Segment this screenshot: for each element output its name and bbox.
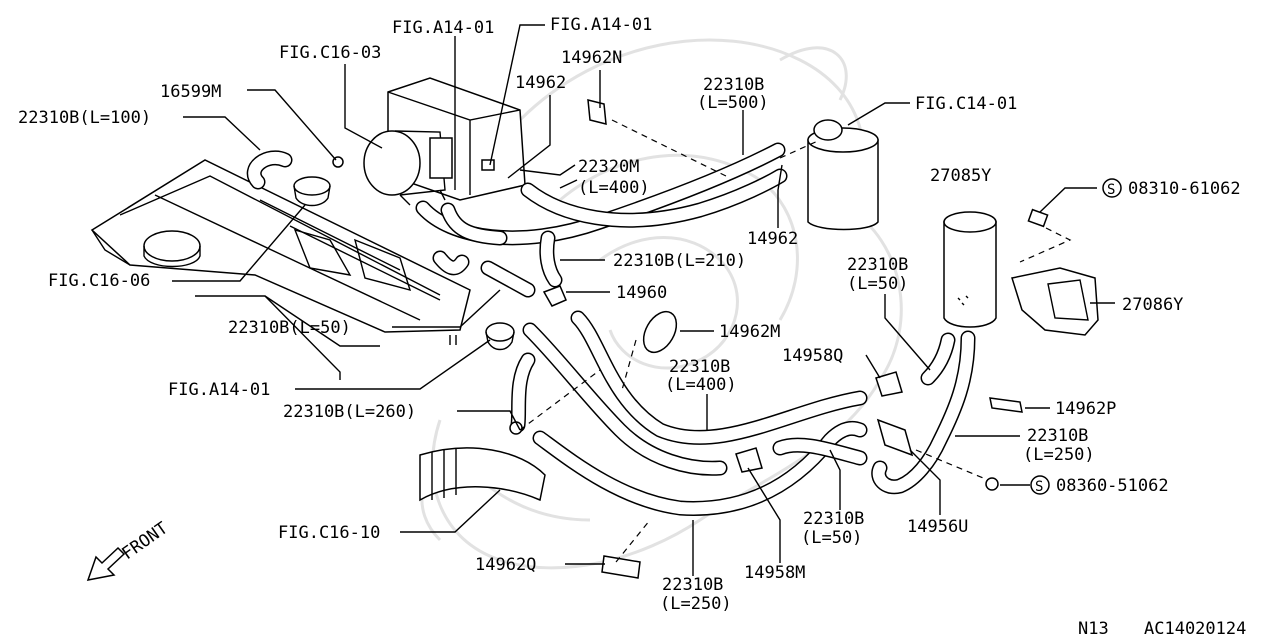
svg-text:S: S: [1107, 182, 1115, 198]
dashed-guides: [519, 119, 989, 563]
label-fig-c16-06[interactable]: FIG.C16-06: [48, 271, 150, 291]
label-14958m: 14958M: [744, 563, 805, 583]
label-22310b-l500-length: (L=500): [697, 93, 769, 113]
label-14962-mid: 14962: [747, 229, 798, 249]
engine-cover: [90, 159, 471, 333]
label-27085y: 27085Y: [930, 166, 991, 186]
label-08360-51062: 08360-51062: [1056, 476, 1169, 496]
label-14962-top: 14962: [515, 73, 566, 93]
label-22310b-l250-right: 22310B: [1027, 426, 1088, 446]
label-fig-c14-01[interactable]: FIG.C14-01: [915, 94, 1017, 114]
label-22310b-l260: 22310B(L=260): [283, 402, 416, 422]
label-22310b-l100: 22310B(L=100): [18, 108, 151, 128]
label-14956u: 14956U: [907, 517, 968, 537]
label-22310b-l250-right-length: (L=250): [1023, 445, 1095, 465]
canister-right: [807, 119, 879, 231]
label-22310b-l50-bottom-length: (L=50): [801, 528, 862, 548]
label-22310b-l50-right: 22310B: [847, 255, 908, 275]
intake-duct: [419, 447, 546, 502]
throttle-body: [363, 77, 526, 206]
label-22310b-l250-bottom-length: (L=250): [660, 594, 732, 614]
label-22320m-length: (L=400): [578, 178, 650, 198]
label-22310b-l250-bottom: 22310B: [662, 575, 723, 595]
label-22310b-l50-left: 22310B(L=50): [228, 318, 351, 338]
label-14960: 14960: [616, 283, 667, 303]
front-arrow-icon: [86, 546, 126, 581]
canister-27085y: [943, 211, 997, 328]
part-labels: FIG.A14-01 FIG.A14-01 14962N FIG.C16-03 …: [18, 15, 1246, 639]
fittings: [332, 99, 1023, 579]
label-fig-a14-01-bottom[interactable]: FIG.A14-01: [168, 380, 270, 400]
bracket-27086y: [1011, 208, 1099, 336]
label-14962p: 14962P: [1055, 399, 1116, 419]
label-22310b-l50-right-length: (L=50): [847, 274, 908, 294]
label-27086y: 27086Y: [1122, 295, 1183, 315]
s-symbol-2: S: [1030, 475, 1050, 495]
label-22310b-l50-bottom: 22310B: [803, 509, 864, 529]
label-14962n: 14962N: [561, 48, 622, 68]
label-14962m: 14962M: [719, 322, 780, 342]
label-fig-c16-03[interactable]: FIG.C16-03: [279, 43, 381, 63]
label-22310b-l400: 22310B: [669, 357, 730, 377]
vacuum-bulb-left: [293, 176, 331, 207]
label-08310-61062: 08310-61062: [1128, 179, 1241, 199]
footer-diagram-id: AC14020124: [1144, 619, 1246, 638]
label-22320m: 22320M: [578, 157, 639, 177]
label-14958q: 14958Q: [782, 346, 843, 366]
footer-code-n13: N13: [1078, 619, 1109, 638]
s-symbol-1: S: [1102, 178, 1122, 198]
label-fig-c16-10[interactable]: FIG.C16-10: [278, 523, 380, 543]
label-22310b-l500: 22310B: [703, 75, 764, 95]
label-16599m: 16599M: [160, 82, 221, 102]
hose-network: [246, 142, 976, 516]
label-22310b-l400-length: (L=400): [665, 375, 737, 395]
leader-lines: [172, 24, 1115, 576]
label-fig-a14-01-right[interactable]: FIG.A14-01: [550, 15, 652, 35]
front-label: FRONT: [118, 518, 171, 564]
svg-text:S: S: [1035, 479, 1043, 495]
label-14962q: 14962Q: [475, 555, 536, 575]
label-22310b-l210: 22310B(L=210): [613, 251, 746, 271]
label-fig-a14-01-left[interactable]: FIG.A14-01: [392, 18, 494, 38]
